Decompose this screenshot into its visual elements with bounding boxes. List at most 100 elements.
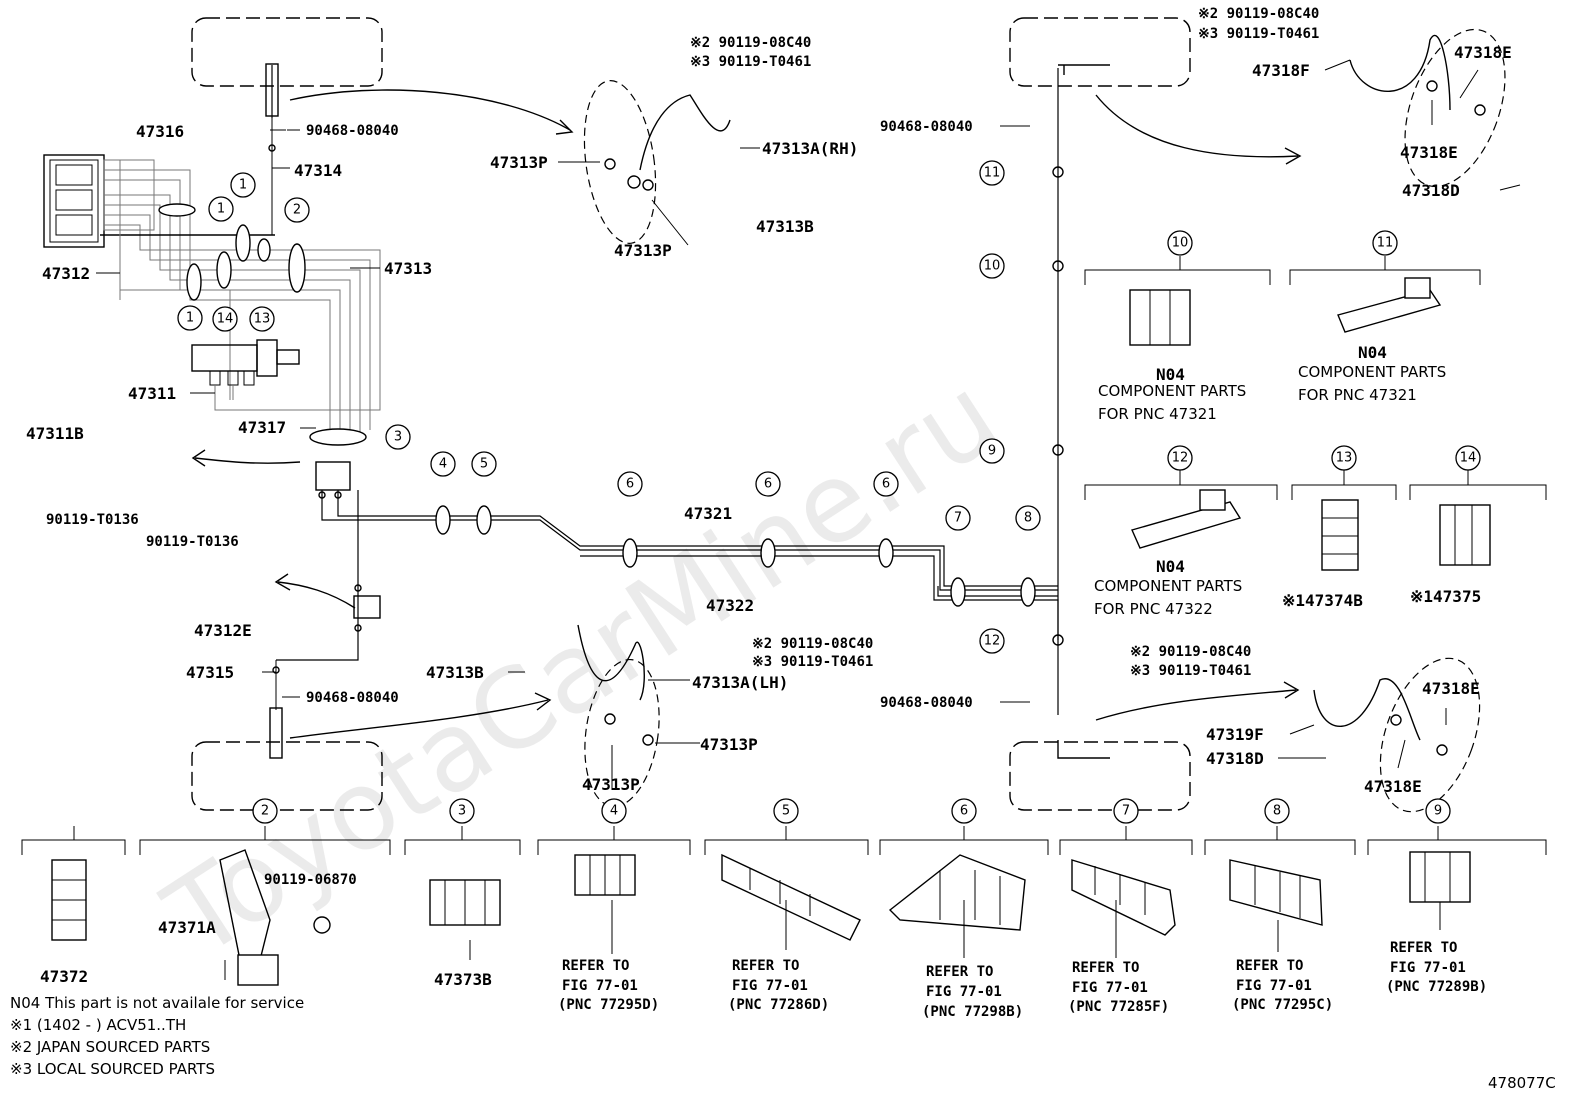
clamp-marker: [216, 251, 232, 289]
label-47311B: 47311B: [26, 424, 84, 443]
clamp-marker: [309, 428, 367, 446]
callout-circle: [385, 424, 411, 450]
callout-number: 8: [1273, 804, 1281, 819]
note-lh-3: ※3 90119-T0461: [752, 654, 873, 670]
n04-c12: N04: [1156, 557, 1185, 576]
refer-c9: REFER TO FIG 77-01 (PNC 77289B): [1386, 940, 1487, 995]
label-47372: 47372: [40, 967, 88, 986]
callout-number: 14: [217, 312, 234, 327]
svg-text:REFER TO: REFER TO: [1072, 960, 1139, 976]
hose-47313A-LH: [577, 624, 660, 808]
label-47313: 47313: [384, 259, 432, 278]
label-47318E-d: 47318E: [1364, 777, 1422, 796]
pnc-c10: FOR PNC 47321: [1098, 405, 1217, 423]
svg-text:REFER TO: REFER TO: [732, 958, 799, 974]
callout-circle: [249, 306, 275, 332]
callout-circle: [471, 451, 497, 477]
note-lh-2: ※2 90119-08C40: [752, 636, 873, 652]
callout-circle: [430, 451, 456, 477]
refer-c6: REFER TO FIG 77-01 (PNC 77298B): [922, 964, 1023, 1020]
callout-circle: [1425, 798, 1451, 824]
clip-c12: [1131, 489, 1242, 549]
callout-number: 6: [764, 477, 772, 492]
note-rh-top-2: ※2 90119-08C40: [690, 35, 811, 51]
callout-number: 11: [984, 166, 1001, 181]
label-47315: 47315: [186, 663, 234, 682]
figure-code: 478077C: [1488, 1074, 1556, 1092]
comp-parts-c10: COMPONENT PARTS: [1098, 382, 1246, 400]
rear-left-wheel-box: [191, 741, 383, 811]
clip-c6: [888, 854, 1026, 931]
label-47374B: ※147374B: [1282, 591, 1363, 610]
callout-circle: [177, 305, 203, 331]
callout-circle: [951, 798, 977, 824]
callout-number: 4: [439, 457, 447, 472]
clip-c5: [721, 853, 861, 941]
proportioning-valve: [191, 339, 380, 411]
svg-text:FIG 77-01: FIG 77-01: [1072, 980, 1148, 996]
hose-fitting: [265, 63, 279, 117]
note-rh-top-3: ※3 90119-T0461: [690, 54, 811, 70]
callout-number: 2: [293, 203, 301, 218]
label-47314: 47314: [294, 161, 342, 180]
callout-circle: [284, 197, 310, 223]
callout-number: 12: [1172, 451, 1189, 466]
svg-text:(PNC 77295C): (PNC 77295C): [1232, 997, 1333, 1013]
rear-right-wheel-box: [1009, 741, 1191, 811]
callout-number: 1: [239, 178, 247, 193]
clip-c11: [1337, 277, 1442, 333]
label-47313B-b: 47313B: [426, 663, 484, 682]
callout-circle: [979, 160, 1005, 186]
junction-block: [315, 461, 351, 491]
clip-47372: [51, 859, 87, 941]
callout-circle: [1113, 798, 1139, 824]
svg-text:(PNC 77289B): (PNC 77289B): [1386, 979, 1487, 995]
callout-number: 11: [1377, 236, 1394, 251]
label-47313P-c: 47313P: [700, 735, 758, 754]
label-90119-T0136-b: 90119-T0136: [146, 534, 239, 550]
callout-number: 8: [1024, 511, 1032, 526]
clip-c8: [1229, 859, 1323, 926]
label-90119-06870: 90119-06870: [264, 872, 357, 888]
callout-number: 2: [261, 804, 269, 819]
label-47321: 47321: [684, 504, 732, 523]
callout-circle: [1331, 445, 1357, 471]
label-47311: 47311: [128, 384, 176, 403]
callout-number: 7: [1122, 804, 1130, 819]
svg-text:(PNC 77286D): (PNC 77286D): [728, 997, 829, 1013]
callout-number: 13: [254, 312, 271, 327]
refer-c4: REFER TO FIG 77-01 (PNC 77295D): [558, 958, 659, 1013]
clip-c10: [1129, 289, 1191, 346]
label-90468-top-left: 90468-08040: [306, 123, 399, 139]
callout-number: 6: [960, 804, 968, 819]
callout-number: 4: [610, 804, 618, 819]
label-47318E-a: 47318E: [1454, 43, 1512, 62]
label-47317: 47317: [238, 418, 286, 437]
callout-number: 6: [626, 477, 634, 492]
pipe-47321b: [337, 490, 1058, 587]
svg-text:FIG 77-01: FIG 77-01: [1236, 978, 1312, 994]
callout-number: 1: [186, 311, 194, 326]
svg-text:(PNC 77285F): (PNC 77285F): [1068, 999, 1169, 1015]
callout-circle: [449, 798, 475, 824]
n04-c11: N04: [1358, 343, 1387, 362]
label-47313P-d: 47313P: [582, 775, 640, 794]
callout-number: 5: [480, 457, 488, 472]
callout-number: 7: [954, 511, 962, 526]
label-47318F: 47318F: [1252, 61, 1310, 80]
callout-circle: [1455, 445, 1481, 471]
n04-c10: N04: [1156, 365, 1185, 384]
svg-text:REFER TO: REFER TO: [562, 958, 629, 974]
callout-circle: [1372, 230, 1398, 256]
label-47313B-a: 47313B: [756, 217, 814, 236]
front-right-wheel-box: [1009, 17, 1191, 87]
clamp-marker: [186, 263, 202, 301]
label-47313A-RH: 47313A(RH): [762, 139, 858, 158]
legend-note2: ※2 JAPAN SOURCED PARTS: [10, 1038, 210, 1056]
callout-circle: [945, 505, 971, 531]
callout-number: 1: [217, 202, 225, 217]
refer-c7: REFER TO FIG 77-01 (PNC 77285F): [1068, 960, 1169, 1015]
refer-c5: REFER TO FIG 77-01 (PNC 77286D): [728, 958, 829, 1013]
svg-text:REFER TO: REFER TO: [926, 964, 993, 980]
callout-circle: [1015, 505, 1041, 531]
